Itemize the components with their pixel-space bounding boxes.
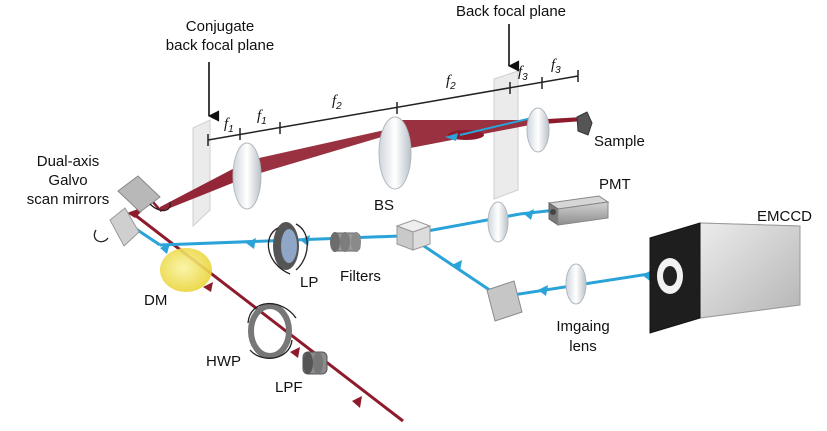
label-imaging-lens-1: Imgaing — [556, 318, 609, 335]
label-bs: BS — [374, 197, 394, 214]
label-imaging-lens-2: lens — [569, 338, 597, 355]
dichroic-mirror — [160, 248, 212, 292]
label-lp: LP — [300, 274, 318, 291]
label-conjugate-bfp-1: Conjugate — [186, 18, 254, 35]
polarizer-rotation-arrow — [267, 227, 291, 275]
label-emccd: EMCCD — [757, 208, 812, 225]
galvo-rotation-arrow-lower — [93, 229, 109, 243]
long-pass-filter — [302, 351, 328, 375]
focal-label-f1-a: f1 — [224, 116, 234, 135]
galvo-mirror-lower — [109, 207, 140, 247]
label-galvo-2: Galvo — [48, 172, 87, 189]
pmt-lens — [487, 201, 509, 243]
galvo-rotation-arrow-upper — [149, 201, 171, 212]
label-back-focal-plane: Back focal plane — [456, 3, 566, 20]
label-hwp: HWP — [206, 353, 241, 370]
label-galvo-1: Dual-axis — [37, 153, 100, 170]
label-dm: DM — [144, 292, 167, 309]
galvo-mirrors — [93, 175, 171, 247]
emccd-camera — [649, 222, 801, 334]
half-wave-plate — [247, 302, 297, 359]
label-filters: Filters — [340, 268, 381, 285]
focal-label-f2-b: f2 — [446, 73, 456, 92]
imaging-lens — [565, 263, 587, 305]
label-lpf: LPF — [275, 379, 303, 396]
tube-lens — [378, 116, 412, 190]
back-focal-plane — [493, 70, 519, 200]
focal-length-scale — [207, 70, 579, 146]
focal-label-f1-b: f1 — [257, 108, 267, 127]
hwp-rotation-arrow — [247, 302, 297, 324]
linear-polarizer — [267, 222, 308, 275]
folding-mirror — [486, 280, 523, 322]
pmt-detector — [547, 195, 610, 226]
beam-splitter — [395, 219, 432, 251]
focal-label-f3-a: f3 — [518, 64, 528, 83]
label-galvo-3: scan mirrors — [27, 191, 110, 208]
label-pmt: PMT — [599, 176, 631, 193]
label-sample: Sample — [594, 133, 645, 150]
focal-label-f3-b: f3 — [551, 57, 561, 76]
label-conjugate-bfp-2: back focal plane — [166, 37, 274, 54]
scan-lens — [232, 142, 262, 210]
focal-label-f2-a: f2 — [332, 93, 342, 112]
focal-length-labels: f1 f1 f2 f2 f3 f3 — [224, 57, 561, 135]
objective-lens — [526, 107, 550, 153]
galvo-mirror-upper — [117, 175, 161, 213]
filters — [330, 232, 361, 252]
sample-mount — [576, 111, 593, 136]
